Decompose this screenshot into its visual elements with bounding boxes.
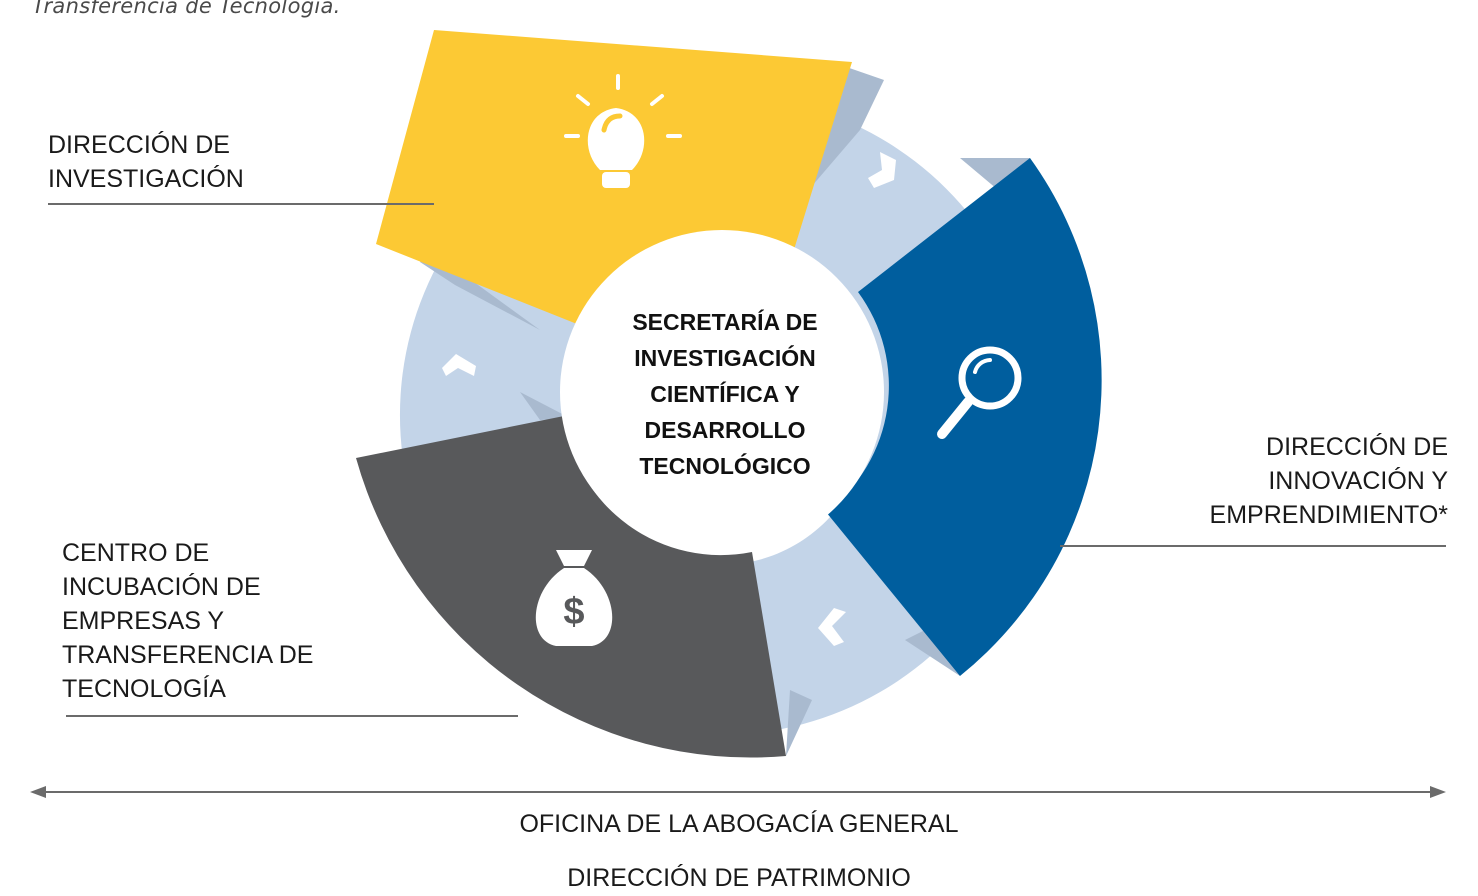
- lightbulb-icon: [564, 74, 682, 188]
- svg-text:$: $: [563, 591, 584, 633]
- bottom-line-2: DIRECCIÓN DE PATRIMONIO: [567, 864, 911, 892]
- chevron-left-icon: [818, 608, 846, 646]
- segment-innovacion: [826, 158, 1102, 676]
- label-innovacion: DIRECCIÓN DE INNOVACIÓN Y EMPRENDIMIENTO…: [1209, 433, 1448, 529]
- chevron-right-icon: [868, 152, 896, 188]
- caption: Transferencia de Tecnología.: [32, 0, 341, 18]
- center-label: SECRETARÍA DE INVESTIGACIÓN CIENTÍFICA Y…: [632, 309, 818, 479]
- magnifier-icon: [937, 346, 1022, 439]
- label-investigacion: DIRECCIÓN DE INVESTIGACIÓN: [48, 131, 244, 193]
- bottom-line-1: OFICINA DE LA ABOGACÍA GENERAL: [519, 810, 959, 838]
- label-incubacion: CENTRO DE INCUBACIÓN DE EMPRESAS Y TRANS…: [62, 539, 314, 703]
- span-arrow: [30, 786, 1446, 798]
- chevron-up-icon: [442, 354, 476, 376]
- money-bag-icon: $: [535, 550, 613, 646]
- center-circle: [560, 230, 884, 554]
- ring-fold-left-low: [520, 392, 570, 420]
- ring-fold-bottom: [786, 690, 812, 756]
